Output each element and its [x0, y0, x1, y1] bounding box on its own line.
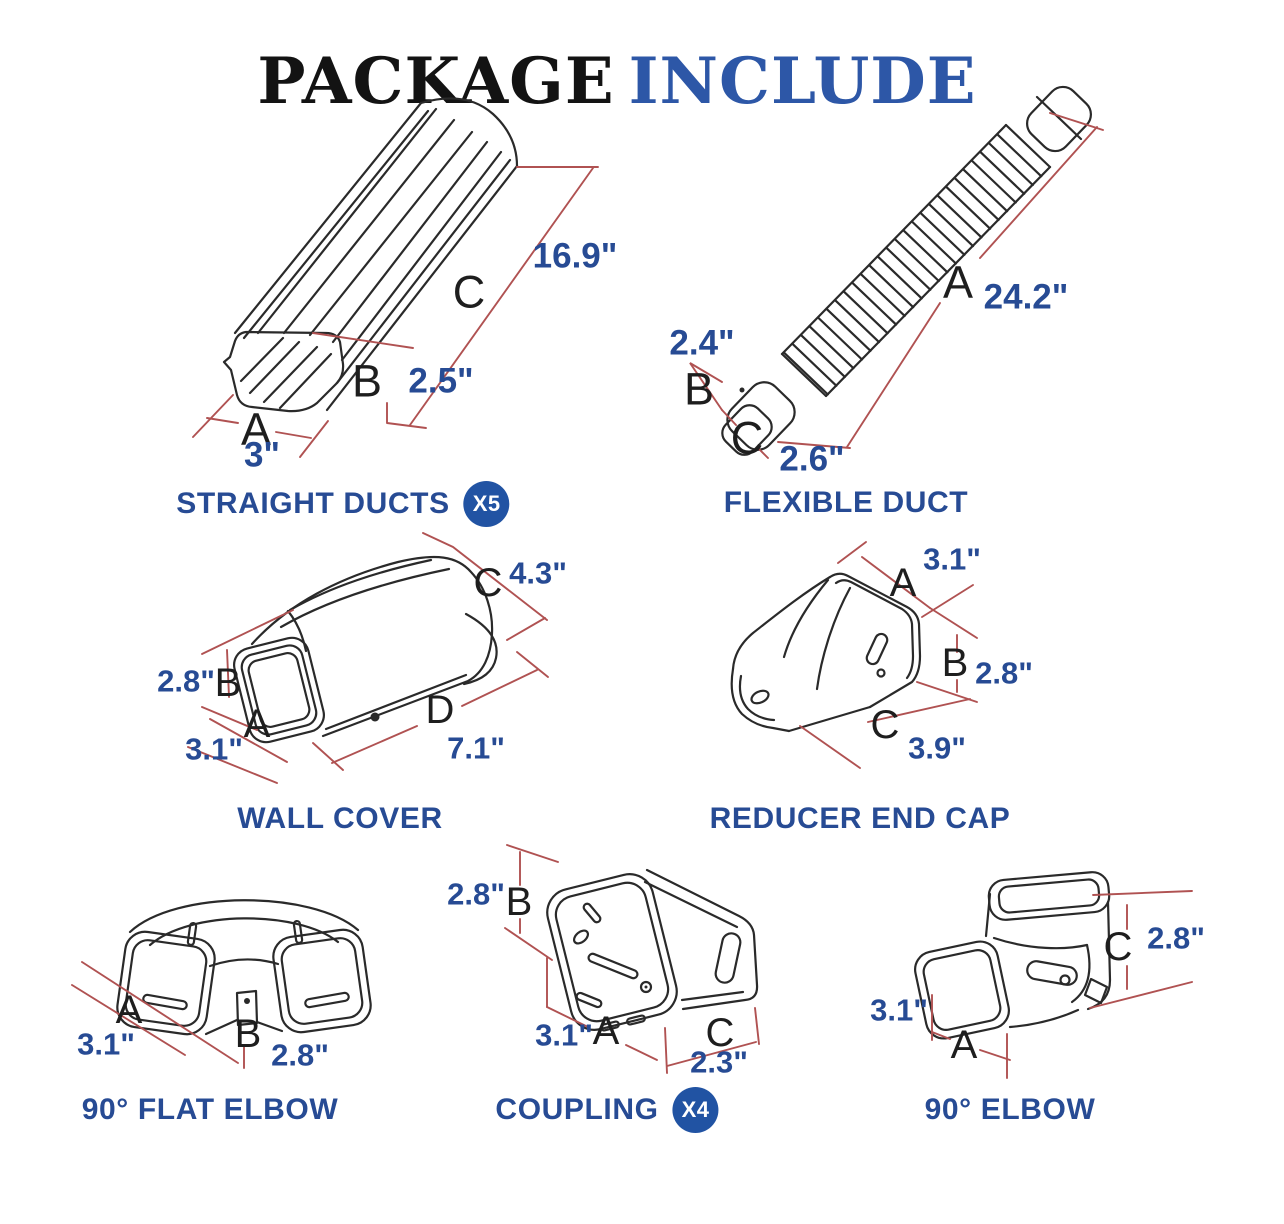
wall-cover-drawing: [187, 532, 549, 784]
cap-outline: [730, 572, 922, 733]
caption-flexible-duct: FLEXIBLE DUCT: [724, 486, 968, 520]
dim-value-b: 2.4": [669, 323, 735, 363]
duct-outline: [721, 85, 1092, 456]
item-reducer-end-cap: A 3.1" B 2.8" C 3.9" REDUCER END CAP: [680, 530, 1160, 840]
quantity-badge-x4: X4: [672, 1087, 719, 1133]
dim-value-c: 16.9": [532, 236, 618, 276]
duct-outline: [222, 97, 519, 413]
item-straight-ducts: A 3" B 2.5" C 16.9" STRAIGHT DUCTS X5: [140, 90, 620, 530]
dim-value-b: 2.5": [408, 361, 474, 401]
dimension-lines: [187, 532, 549, 784]
dim-value-a: 3.1": [535, 1017, 593, 1053]
dim-value-a: 3": [243, 435, 281, 475]
dim-letter-b: B: [941, 641, 969, 685]
item-flexible-duct: A 24.2" B 2.4" C 2.6" FLEXIBLE DUCT: [660, 80, 1220, 530]
dim-value-b: 2.8": [157, 663, 215, 699]
dim-value-c: 2.8": [1147, 920, 1205, 956]
elbow-outline: [914, 871, 1112, 1040]
dimension-lines: [504, 844, 760, 1074]
dim-value-a: 3.1": [185, 731, 243, 767]
caption-coupling: COUPLING X4: [495, 1087, 719, 1133]
caption-label: 90° FLAT ELBOW: [81, 1093, 339, 1126]
dim-letter-a: A: [115, 988, 143, 1032]
caption-wall-cover: WALL COVER: [237, 802, 442, 836]
caption-label: WALL COVER: [237, 802, 443, 835]
dim-value-c: 2.6": [779, 439, 845, 479]
dim-letter-b: B: [234, 1012, 262, 1056]
dim-letter-d: D: [425, 688, 455, 732]
flat-elbow-drawing: [71, 899, 372, 1069]
reducer-end-cap-drawing: [730, 541, 978, 769]
dim-letter-b: B: [351, 355, 383, 407]
dim-letter-b: B: [505, 880, 533, 924]
dim-value-c: 3.9": [908, 730, 966, 766]
dim-letter-c: C: [1103, 925, 1133, 969]
dim-value-c: 2.3": [690, 1044, 748, 1080]
dim-value-d: 7.1": [447, 730, 505, 766]
dimension-lines: [799, 541, 978, 769]
dimension-lines: [931, 890, 1193, 1079]
quantity-badge-x5: X5: [463, 481, 510, 527]
coupling-drawing: [504, 844, 760, 1074]
straight-duct-drawing: [192, 97, 599, 458]
cover-outline: [233, 555, 498, 744]
title-word-package: PACKAGE: [257, 43, 615, 119]
dim-letter-a: A: [950, 1023, 978, 1067]
item-coupling: A 3.1" B 2.8" C 2.3" COUPLING X4: [440, 830, 860, 1140]
dim-letter-b: B: [683, 363, 715, 415]
caption-label: FLEXIBLE DUCT: [723, 486, 969, 519]
dim-letter-a: A: [942, 256, 974, 308]
caption-elbow-90: 90° ELBOW: [925, 1093, 1096, 1127]
elbow-90-drawing: [914, 871, 1193, 1079]
dim-value-a: 24.2": [983, 277, 1069, 317]
dim-letter-a: A: [592, 1009, 620, 1053]
dimension-lines: [192, 166, 599, 458]
dim-value-b: 2.8": [447, 876, 505, 912]
caption-straight-ducts: STRAIGHT DUCTS X5: [176, 481, 510, 527]
caption-label: 90° ELBOW: [924, 1093, 1096, 1126]
item-elbow-90: A 3.1" C 2.8" 90° ELBOW: [850, 850, 1284, 1140]
dim-value-a: 3.1": [77, 1026, 135, 1062]
caption-reducer-end-cap: REDUCER END CAP: [710, 802, 1011, 836]
dimension-lines: [71, 961, 245, 1069]
flexible-duct-drawing: [689, 85, 1104, 459]
caption-label: COUPLING: [495, 1093, 659, 1126]
caption-flat-elbow: 90° FLAT ELBOW: [82, 1093, 339, 1127]
dim-value-c: 4.3": [509, 555, 567, 591]
elbow-outline: [116, 899, 372, 1036]
dim-value-a: 3.1": [870, 992, 928, 1028]
dim-value-b: 2.8": [271, 1037, 329, 1073]
dim-letter-b: B: [214, 661, 242, 705]
dim-value-b: 2.8": [975, 655, 1033, 691]
dim-letter-a: A: [240, 403, 272, 455]
dim-letter-c: C: [473, 561, 503, 605]
dim-letter-a: A: [889, 561, 917, 605]
dim-letter-c: C: [730, 412, 764, 464]
item-wall-cover: A 3.1" B 2.8" C 4.3" D 7.1" WALL COVER: [140, 530, 620, 840]
dim-letter-c: C: [452, 266, 486, 318]
caption-label: REDUCER END CAP: [709, 802, 1011, 835]
dim-letter-c: C: [870, 703, 900, 747]
caption-label: STRAIGHT DUCTS: [176, 487, 450, 520]
item-flat-elbow: A 3.1" B 2.8" 90° FLAT ELBOW: [40, 850, 460, 1140]
dim-letter-a: A: [243, 702, 271, 746]
dimension-lines: [689, 112, 1104, 459]
dim-letter-c: C: [705, 1011, 735, 1055]
title-word-include: INCLUDE: [628, 43, 977, 119]
dim-value-a: 3.1": [923, 541, 981, 577]
coupling-outline: [546, 868, 759, 1032]
